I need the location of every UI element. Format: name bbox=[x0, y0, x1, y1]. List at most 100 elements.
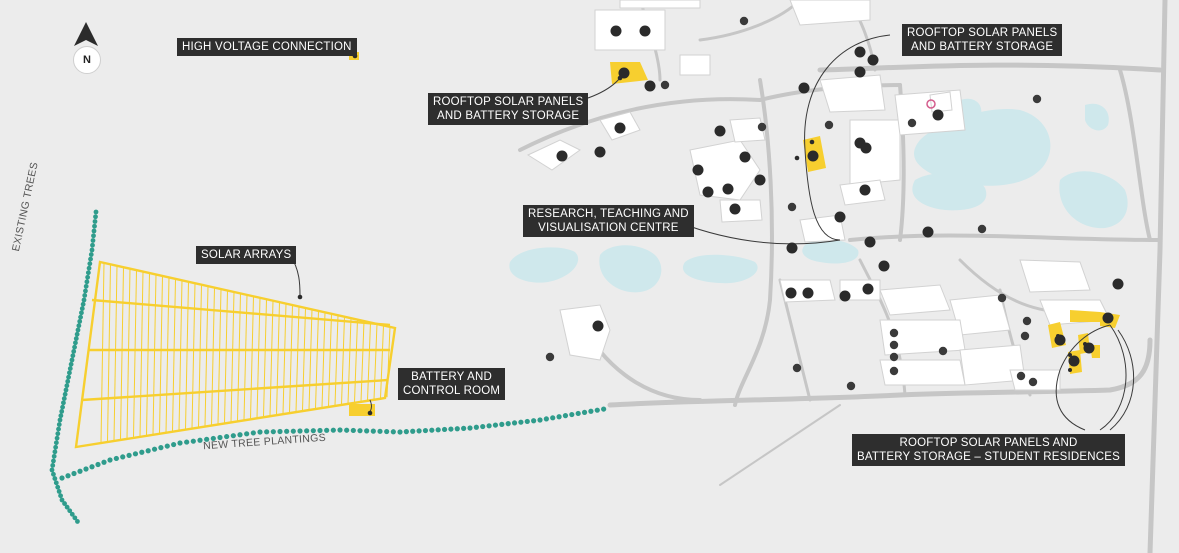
tree bbox=[61, 400, 66, 406]
callout-rooftop-north-line2: AND BATTERY STORAGE bbox=[911, 41, 1054, 53]
tree bbox=[224, 433, 230, 440]
building-marker bbox=[932, 109, 944, 121]
tree bbox=[58, 493, 63, 499]
tree bbox=[56, 426, 61, 432]
tree bbox=[177, 440, 183, 446]
tree bbox=[68, 361, 74, 367]
tree bbox=[77, 319, 83, 324]
tree bbox=[330, 427, 336, 433]
tree bbox=[62, 501, 67, 506]
solar-array-row bbox=[354, 319, 358, 403]
building-marker bbox=[556, 150, 568, 162]
building-marker bbox=[739, 151, 751, 163]
tree bbox=[51, 458, 56, 464]
callout-research-line2: VISUALISATION CENTRE bbox=[538, 222, 679, 234]
callout-high-voltage-text: HIGH VOLTAGE CONNECTION bbox=[182, 41, 352, 53]
tree bbox=[575, 410, 581, 417]
tree bbox=[53, 444, 59, 450]
tree bbox=[73, 340, 78, 346]
car-park-marker bbox=[1016, 371, 1026, 381]
tree bbox=[210, 435, 216, 442]
car-park-marker bbox=[739, 16, 749, 26]
tree bbox=[51, 471, 56, 477]
tree bbox=[84, 279, 90, 285]
tree bbox=[83, 283, 89, 289]
callout-student-residences: ROOFTOP SOLAR PANELS AND BATTERY STORAGE… bbox=[852, 434, 1126, 466]
tree bbox=[537, 417, 543, 423]
tree bbox=[64, 504, 70, 510]
tree bbox=[230, 433, 236, 439]
tree bbox=[73, 336, 79, 341]
tree bbox=[60, 404, 65, 410]
building-marker bbox=[834, 211, 846, 223]
building-marker bbox=[859, 184, 871, 196]
tree bbox=[52, 476, 58, 481]
building-marker bbox=[864, 236, 876, 248]
tree bbox=[63, 387, 69, 393]
solar-array-row bbox=[328, 313, 332, 407]
tree bbox=[324, 427, 330, 433]
tree bbox=[92, 219, 98, 224]
solar-array-row bbox=[107, 264, 111, 442]
building-marker bbox=[618, 67, 630, 79]
car-park-marker bbox=[1032, 94, 1042, 104]
solar-array-row bbox=[113, 265, 118, 441]
tree bbox=[171, 441, 177, 448]
north-letter: N bbox=[73, 46, 101, 74]
tree bbox=[588, 408, 594, 414]
tree bbox=[79, 310, 84, 316]
building-marker bbox=[702, 186, 714, 198]
car-park-marker bbox=[997, 293, 1007, 303]
solar-array-row bbox=[256, 297, 261, 418]
building-marker bbox=[714, 125, 726, 137]
tree bbox=[550, 415, 556, 421]
tree bbox=[344, 427, 350, 433]
tree bbox=[62, 391, 68, 397]
tree bbox=[594, 407, 600, 413]
building-marker bbox=[614, 122, 626, 134]
tree bbox=[86, 265, 92, 271]
solar-array-row bbox=[191, 283, 196, 429]
solar-array-row bbox=[133, 270, 137, 438]
tree bbox=[290, 428, 296, 434]
tree bbox=[75, 327, 81, 333]
solar-array-row bbox=[308, 309, 313, 410]
tree bbox=[377, 428, 383, 434]
car-park-marker bbox=[907, 118, 917, 128]
tree bbox=[357, 428, 363, 434]
tree bbox=[67, 508, 73, 514]
tree bbox=[429, 427, 435, 433]
tree bbox=[89, 464, 95, 470]
tree bbox=[80, 301, 86, 307]
pink-location-marker bbox=[926, 99, 936, 109]
tree bbox=[461, 425, 467, 431]
tree bbox=[410, 428, 416, 434]
tree bbox=[91, 233, 96, 239]
tree bbox=[88, 252, 94, 257]
tree bbox=[350, 427, 356, 434]
tree bbox=[93, 214, 98, 220]
building-marker bbox=[644, 80, 656, 92]
tree bbox=[51, 453, 57, 459]
building-marker bbox=[839, 290, 851, 302]
tree bbox=[85, 270, 91, 276]
callout-battery-line1: BATTERY AND bbox=[411, 371, 492, 383]
solar-array-row bbox=[100, 262, 105, 443]
tree bbox=[66, 374, 71, 380]
tree bbox=[467, 425, 473, 431]
solar-array-rows bbox=[100, 262, 391, 443]
tree bbox=[74, 331, 80, 337]
tree bbox=[151, 446, 158, 452]
tree bbox=[337, 427, 343, 433]
tree bbox=[390, 429, 396, 435]
solar-array-row bbox=[302, 307, 306, 411]
tree bbox=[67, 370, 72, 376]
solar-arrays bbox=[74, 260, 397, 449]
tree bbox=[190, 438, 196, 444]
tree bbox=[284, 428, 290, 434]
tree bbox=[257, 429, 263, 435]
tree bbox=[270, 429, 276, 435]
callout-solar-arrays-text: SOLAR ARRAYS bbox=[201, 249, 292, 261]
tree bbox=[75, 519, 80, 524]
tree bbox=[71, 470, 77, 477]
